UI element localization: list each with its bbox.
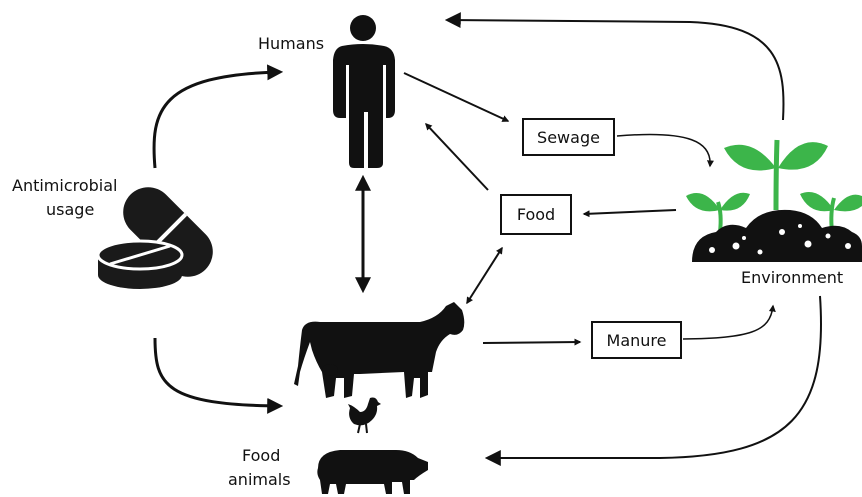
sewage-box: Sewage: [522, 118, 615, 156]
antimicrobial-usage-label-line2: usage: [46, 200, 94, 220]
arrow-humans-to-sewage: [404, 73, 508, 121]
food-animals-label-line2: animals: [228, 470, 291, 490]
person-icon: [333, 15, 395, 168]
arrow-environment-to-food: [584, 210, 676, 214]
food-animals-label-line1: Food: [242, 446, 280, 466]
arrow-animals-to-manure: [483, 342, 580, 343]
arrow-food-animals-bidirectional: [467, 248, 502, 303]
antimicrobial-usage-label-line1: Antimicrobial: [12, 176, 118, 196]
arrow-food-to-humans: [426, 124, 488, 190]
chicken-icon: [348, 398, 381, 434]
arrow-usage-to-humans: [154, 72, 280, 168]
environment-label: Environment: [741, 268, 843, 288]
manure-box: Manure: [591, 321, 682, 359]
arrow-manure-to-environment: [683, 306, 773, 339]
cow-icon: [294, 302, 464, 398]
humans-label: Humans: [258, 34, 324, 54]
arrow-usage-to-animals: [155, 338, 280, 406]
arrow-environment-to-humans: [448, 20, 784, 120]
arrow-sewage-to-environment: [617, 134, 710, 166]
plants-soil-icon: [686, 140, 862, 262]
food-box: Food: [500, 194, 572, 235]
pig-icon: [317, 450, 428, 494]
